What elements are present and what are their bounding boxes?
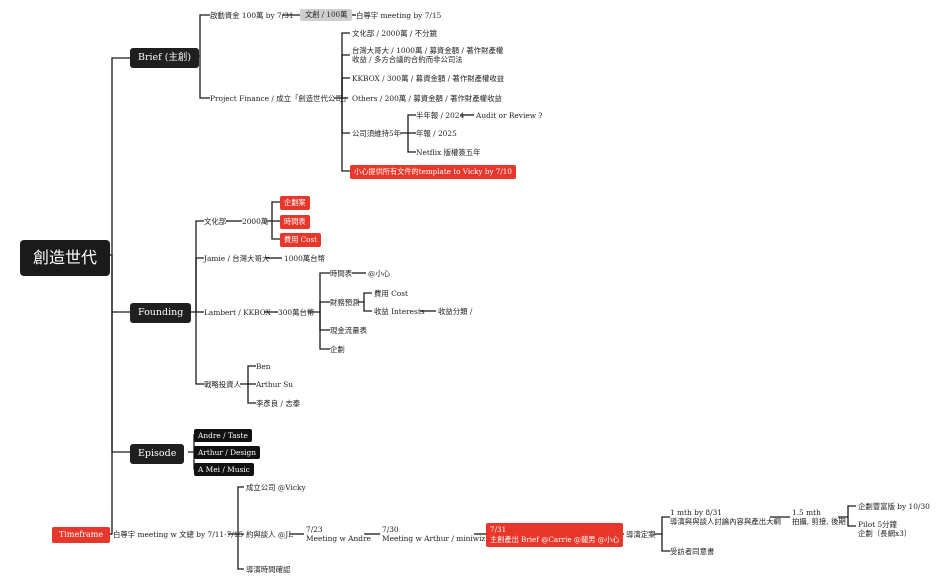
timeframe-pilot-title: Pilot 5分鐘 — [858, 520, 897, 529]
timeframe-consent: 受訪者同意書 — [670, 547, 715, 556]
founding-investor-arthur: Arthur Su — [256, 380, 294, 389]
timeframe-pilot-body: 企劃（長網x3） — [858, 529, 912, 538]
brief-child-others: Others / 200萬 / 募資金額 / 著作財產權收益 — [352, 94, 502, 103]
brief-audit-review: Audit or Review ? — [476, 111, 543, 120]
timeframe-date-0723: 7/23 — [306, 525, 323, 534]
timeframe-company-setup: 成立公司 @Vicky — [246, 483, 306, 492]
brief-fund-tag[interactable]: 文創 / 100萬 — [300, 9, 353, 21]
founding-moc-item-cost[interactable]: 費用 Cost — [280, 233, 322, 247]
timeframe-director: 導演定案 — [626, 530, 656, 539]
timeframe-brief-output-text: 主創產出 Brief @Carrie @龍男 @小心 — [490, 535, 620, 544]
timeframe-date-0730: 7/30 — [382, 525, 399, 534]
founding-moc-item-proposal[interactable]: 企劃案 — [280, 196, 310, 210]
root-node[interactable]: 創造世代 — [20, 240, 111, 276]
timeframe-1-5-month-body: 拍攝, 剪接, 後期 — [792, 517, 846, 526]
episode-item-amei[interactable]: A Mei / Music — [194, 463, 254, 476]
founding-jamie: Jamie / 台灣大哥大 — [204, 254, 270, 263]
brief-child-kkbox: KKBOX / 300萬 / 募資金額 / 著作財產權收益 — [352, 74, 505, 83]
timeframe-one-month-body: 導演與與談人討論內容與產出大綱 — [670, 517, 781, 526]
episode-item-arthur[interactable]: Arthur / Design — [194, 446, 261, 459]
brief-project-finance: Project Finance / 成立「創造世代公司」 — [210, 94, 351, 103]
brief-child-moc: 文化部 / 2000萬 / 不分鏡 — [352, 29, 437, 38]
timeframe-brief-output[interactable]: 7/31 主創產出 Brief @Carrie @龍男 @小心 — [486, 523, 624, 547]
founding-schedule-owner: @小心 — [368, 269, 391, 278]
founding-moc-amount: 2000萬 — [242, 217, 269, 226]
brief-netflix: Netflix 版權簽五年 — [416, 148, 481, 157]
timeframe-interviewees: 約與談人 @JL — [246, 530, 294, 539]
founding-forecast: 財務預測 — [330, 298, 360, 307]
brief-child-taiwan-mobile: 台灣大哥大 / 1000萬 / 募資金額 / 著作財產權收益 / 多方合議的合約… — [352, 46, 504, 64]
founding-forecast-cost: 費用 Cost — [374, 289, 408, 298]
founding-investors: 戰略投資人 — [204, 380, 241, 389]
brief-template-task[interactable]: 小心提供所有文件的template to Vicky by 7/10 — [350, 165, 516, 179]
founding-investor-ben: Ben — [256, 362, 271, 371]
brief-node[interactable]: Brief (主創) — [130, 48, 200, 68]
founding-jamie-amount: 1000萬台幣 — [284, 254, 325, 263]
brief-fund-meeting: 白尊宇 meeting by 7/15 — [356, 11, 442, 20]
timeframe-node[interactable]: Timeframe — [52, 527, 111, 543]
timeframe-1-5-month-title: 1.5 mth — [792, 508, 821, 517]
founding-plan: 企劃 — [330, 345, 345, 354]
timeframe-rich-plan: 企劃豐富版 by 10/30 — [858, 502, 930, 511]
timeframe-meeting: 白尊宇 meeting w 文總 by 7/11-7/15 — [113, 530, 244, 539]
founding-moc-item-schedule[interactable]: 時間表 — [280, 215, 310, 229]
founding-investor-li: 李彥良 / 志泰 — [256, 399, 301, 408]
brief-child-company-5yr: 公司須維持5年 — [352, 129, 402, 138]
founding-lambert: Lambert / KKBOX — [204, 308, 271, 317]
timeframe-meeting-andre: Meeting w Andre — [306, 534, 371, 543]
founding-schedule: 時間表 — [330, 269, 353, 278]
episode-item-andre[interactable]: Andre / Taste — [194, 429, 252, 442]
timeframe-meeting-arthur: Meeting w Arthur / miniwiz — [382, 534, 486, 543]
founding-forecast-interests: 收益 Interests — [374, 307, 425, 316]
brief-fund: 啟動資金 100萬 by 7/31 — [210, 11, 294, 20]
founding-cashflow: 現金流量表 — [330, 326, 367, 335]
episode-node[interactable]: Episode — [130, 444, 185, 464]
timeframe-one-month-title: 1 mth by 8/31 — [670, 508, 722, 517]
timeframe-director-schedule: 導演時間確認 — [246, 565, 291, 574]
founding-revenue-class: 收益分類 / — [438, 307, 473, 316]
founding-node[interactable]: Founding — [130, 303, 192, 323]
brief-half-year-report: 半年報 / 2024 — [416, 111, 465, 120]
founding-lambert-amount: 300萬台幣 — [278, 308, 315, 317]
brief-annual-report: 年報 / 2025 — [416, 129, 457, 138]
founding-moc: 文化部 — [204, 217, 227, 226]
timeframe-date-0731: 7/31 — [490, 525, 507, 534]
